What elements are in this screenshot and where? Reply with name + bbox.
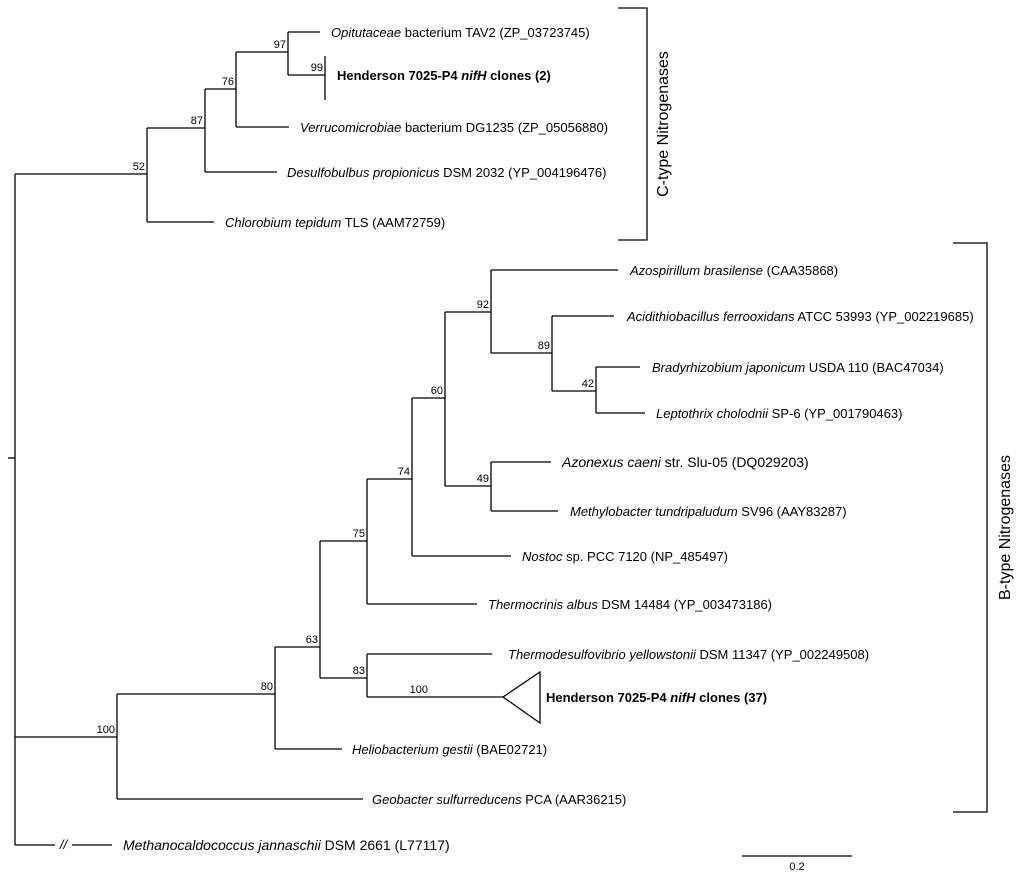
tip-label-methylobacter: Methylobacter tundripaludum SV96 (AAY832…	[570, 504, 847, 519]
tip-label-bradyrhizobium: Bradyrhizobium japonicum USDA 110 (BAC47…	[652, 360, 944, 375]
tip-label-methanocaldococcus: Methanocaldococcus jannaschii DSM 2661 (…	[123, 837, 450, 853]
bracket-b-type	[953, 242, 988, 813]
tip-label-opitutaceae: Opitutaceae bacterium TAV2 (ZP_03723745)	[331, 25, 590, 40]
tip-label-henderson-2: Henderson 7025-P4 nifH clones (2)	[337, 68, 551, 83]
tip-label-leptothrix: Leptothrix cholodnii SP-6 (YP_001790463)	[656, 406, 902, 421]
bootstrap-n89: 89	[538, 340, 550, 352]
bootstrap-n100: 100	[97, 724, 115, 736]
bootstrap-n42: 42	[582, 378, 594, 390]
bracket-c-type	[618, 7, 648, 241]
tree-branches: //	[8, 31, 645, 852]
bootstrap-n52: 52	[133, 161, 145, 173]
tip-label-thermodesulfovibrio: Thermodesulfovibrio yellowstonii DSM 113…	[508, 647, 869, 662]
scale-bar: 0.2	[742, 855, 852, 873]
tip-label-chlorobium: Chlorobium tepidum TLS (AAM72759)	[225, 215, 445, 230]
bootstrap-n76: 76	[222, 76, 234, 88]
bootstrap-n63: 63	[306, 634, 318, 646]
bootstrap-n74: 74	[398, 466, 410, 478]
tip-label-nostoc: Nostoc sp. PCC 7120 (NP_485497)	[522, 549, 728, 564]
bootstrap-n80: 80	[261, 681, 273, 693]
tip-label-thermocrinis: Thermocrinis albus DSM 14484 (YP_0034731…	[488, 597, 772, 612]
bootstrap-n83: 83	[353, 665, 365, 677]
bootstrap-n60: 60	[431, 385, 443, 397]
branch-break-mark: //	[59, 837, 69, 852]
clade-label-c-type: C-type Nitrogenases	[655, 51, 672, 197]
bootstrap-n97: 97	[274, 39, 286, 51]
bootstrap-n75: 75	[353, 528, 365, 540]
clade-label-b-type: B-type Nitrogenases	[997, 455, 1014, 600]
tip-label-henderson-37: Henderson 7025-P4 nifH clones (37)	[546, 690, 767, 705]
scale-bar-label: 0.2	[789, 861, 804, 873]
tip-label-acidithiobacillus: Acidithiobacillus ferrooxidans ATCC 5399…	[626, 309, 974, 324]
tip-label-geobacter: Geobacter sulfurreducens PCA (AAR36215)	[372, 792, 626, 807]
bootstrap-n99: 99	[311, 62, 323, 74]
tip-label-azonexus: Azonexus caeni str. Slu-05 (DQ029203)	[561, 454, 809, 470]
bootstrap-n100c: 100	[410, 684, 428, 696]
tip-label-desulfobulbus: Desulfobulbus propionicus DSM 2032 (YP_0…	[287, 165, 606, 180]
bootstrap-n49: 49	[477, 473, 489, 485]
tip-label-verrucomicrobiae: Verrucomicrobiae bacterium DG1235 (ZP_05…	[300, 120, 608, 135]
tip-label-azospirillum: Azospirillum brasilense (CAA35868)	[629, 263, 838, 278]
tip-label-heliobacterium: Heliobacterium gestii (BAE02721)	[352, 742, 547, 757]
bootstrap-n92: 92	[477, 299, 489, 311]
bootstrap-values: 97 99 76 87 52 92 89 42 60 49 74 75 63 83 100 80 100	[97, 39, 594, 736]
bootstrap-n87: 87	[191, 115, 203, 127]
tip-labels: Opitutaceae bacterium TAV2 (ZP_03723745)…	[123, 25, 974, 853]
collapsed-clade-triangle	[501, 670, 541, 725]
